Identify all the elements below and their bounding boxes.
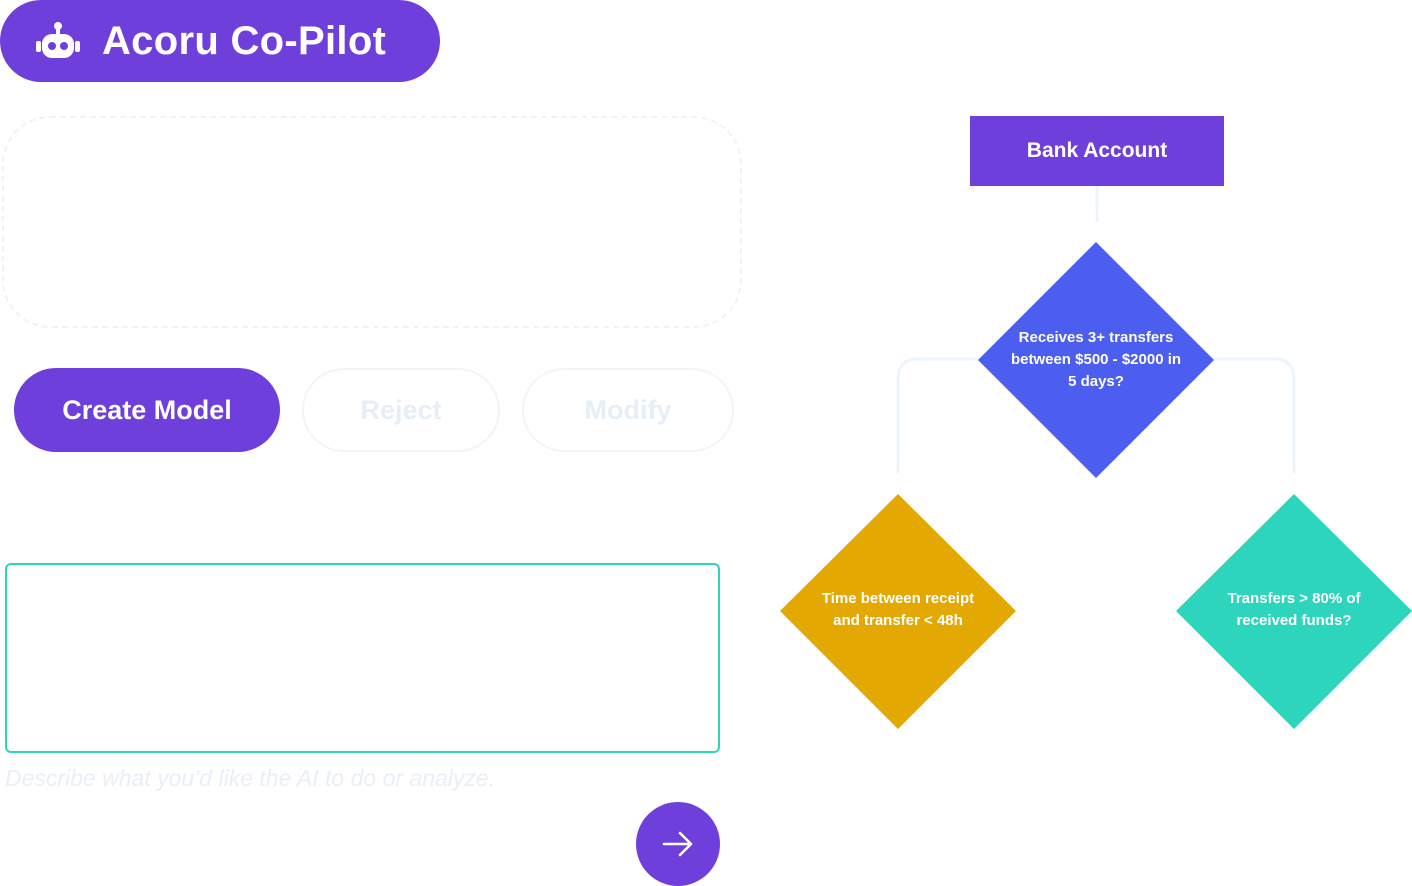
connector-main-right [1214, 357, 1296, 474]
app-title: Acoru Co-Pilot [102, 18, 387, 63]
send-button[interactable] [636, 802, 720, 886]
ai-response-area [2, 116, 742, 328]
decision-main-label: Receives 3+ transfers between $500 - $20… [1010, 329, 1182, 390]
decision-left-shape [780, 494, 1016, 729]
prompt-input[interactable] [5, 563, 720, 753]
decision-main-shape [978, 242, 1214, 478]
prompt-hint: Describe what you’d like the AI to do or… [5, 765, 496, 791]
app-title-badge: Acoru Co-Pilot [0, 0, 440, 82]
decision-right-label: Transfers > 80% of received funds? [1227, 590, 1361, 629]
modify-button[interactable]: Modify [522, 368, 734, 452]
create-model-button[interactable]: Create Model [14, 368, 280, 452]
reject-button[interactable]: Reject [302, 368, 500, 452]
robot-icon [36, 22, 80, 58]
connector-main-left [896, 357, 978, 474]
node-bank-account: Bank Account [970, 116, 1224, 186]
decision-right-shape [1176, 494, 1412, 729]
decision-left-label: Time between receipt and transfer < 48h [821, 590, 975, 629]
arrow-right-icon [662, 831, 693, 857]
